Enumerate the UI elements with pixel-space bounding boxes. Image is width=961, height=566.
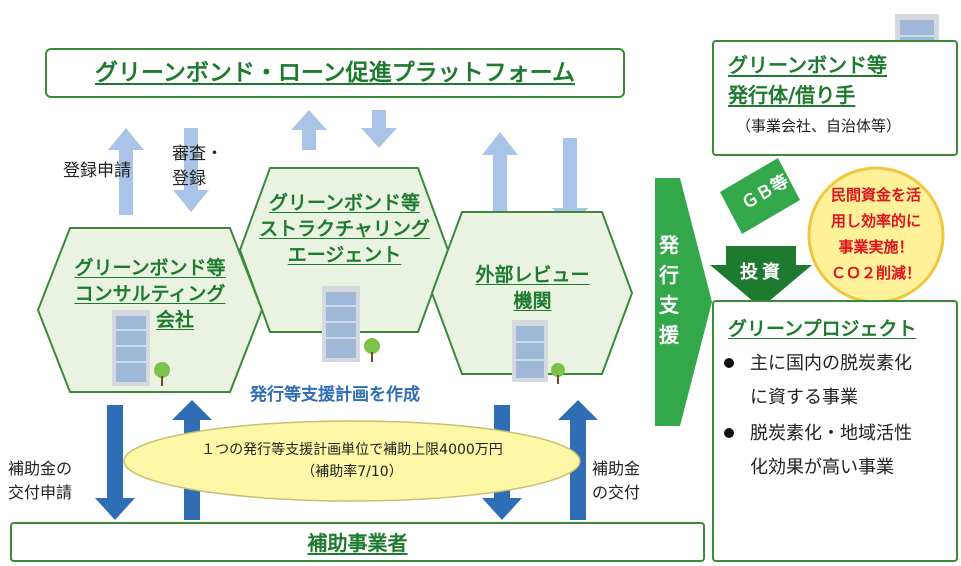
subsidized-operator-title: 補助事業者 xyxy=(307,531,408,555)
subsidized-operator-box: 補助事業者 xyxy=(10,522,705,562)
private-funds-line3: 事業実施！ xyxy=(838,238,914,256)
arrow-down-review-org xyxy=(552,138,588,230)
issue-support-char-2: 行 xyxy=(659,263,679,287)
platform-title: グリーンボンド・ローン促進プラットフォーム xyxy=(94,60,575,86)
bullet-1-line2: に資する事業 xyxy=(750,387,858,408)
issuer-line1: グリーンボンド等 xyxy=(728,53,887,77)
subsidy-apply-line2: 交付申請 xyxy=(8,483,73,502)
hex-structuring-line3: エージェント xyxy=(287,244,402,266)
review-label-1: 審査・ xyxy=(172,144,223,164)
subsidy-ellipse xyxy=(123,420,581,502)
gb-arrow xyxy=(720,158,800,234)
subsidy-ellipse-line2: （補助率7/10） xyxy=(301,464,403,480)
hex-consulting-line3: 会社 xyxy=(155,309,194,331)
hexagon-review xyxy=(430,211,634,375)
bullet-dot xyxy=(724,358,734,368)
arrow-down-structuring xyxy=(361,110,397,148)
bullet-2-line2: 化効果が高い事業 xyxy=(750,457,894,478)
issue-support-char-3: 支 xyxy=(659,293,679,317)
private-funds-line4: ＣＯ２削減！ xyxy=(830,264,921,282)
hex-consulting-line1: グリーンボンド等 xyxy=(74,257,226,279)
hex-consulting-line2: コンサルティング xyxy=(74,283,226,305)
green-project-title: グリーンプロジェクト xyxy=(728,318,917,340)
register-apply-label: 登録申請 xyxy=(63,161,131,181)
platform-box: グリーンボンド・ローン促進プラットフォーム xyxy=(45,48,625,98)
green-project-box: グリーンプロジェクト 主に国内の脱炭素化 に資する事業 脱炭素化・地域活性 化効… xyxy=(712,300,958,562)
issuer-box: グリーンボンド等 発行体/借り手 （事業会社、自治体等） xyxy=(712,40,958,156)
private-funds-text: 民間資金を活 用し効率的に 事業実施！ ＣＯ２削減！ xyxy=(812,182,940,286)
arrow-down-review xyxy=(173,128,209,212)
invest-label: 投資 xyxy=(740,262,784,283)
private-funds-line2: 用し効率的に xyxy=(830,212,921,230)
hex-review-line1: 外部レビュー xyxy=(475,264,590,286)
subsidy-ellipse-line1: １つの発行等支援計画単位で補助上限4000万円 xyxy=(201,442,503,458)
building-icon xyxy=(322,286,380,362)
plan-create-label: 発行等支援計画を作成 xyxy=(250,385,420,405)
building-icon xyxy=(512,320,565,384)
issue-support-char-4: 援 xyxy=(659,323,679,347)
bullet-dot xyxy=(724,428,734,438)
issue-support-char-1: 発 xyxy=(659,233,679,257)
issue-support-arrow xyxy=(655,178,712,426)
issuer-line2: 発行体/借り手 xyxy=(728,83,856,107)
hex-structuring-line2: ストラクチャリング xyxy=(259,218,430,240)
building-icon xyxy=(112,310,170,386)
issuer-line3: （事業会社、自治体等） xyxy=(736,117,902,135)
review-label-2: 登録 xyxy=(172,169,206,189)
hexagon-structuring xyxy=(238,167,450,333)
invest-arrow xyxy=(710,246,812,308)
issue-support-label: 発 行 支 援 xyxy=(656,230,682,350)
arrow-up-structuring xyxy=(291,110,327,150)
bullet-2-line1: 脱炭素化・地域活性 xyxy=(750,423,912,444)
subsidy-apply-line1: 補助金の xyxy=(8,459,73,478)
arrow-up-register xyxy=(108,128,144,215)
private-funds-line1: 民間資金を活 xyxy=(830,186,921,204)
subsidy-grant-line2: の交付 xyxy=(592,483,641,502)
hex-structuring-line1: グリーンボンド等 xyxy=(268,192,421,214)
bullet-1-line1: 主に国内の脱炭素化 xyxy=(750,353,912,374)
subsidy-grant-line1: 補助金 xyxy=(592,459,641,478)
arrow-down-subsidy-apply-left xyxy=(95,405,135,520)
hex-review-line2: 機関 xyxy=(513,290,552,312)
arrow-up-review-org xyxy=(482,132,518,225)
